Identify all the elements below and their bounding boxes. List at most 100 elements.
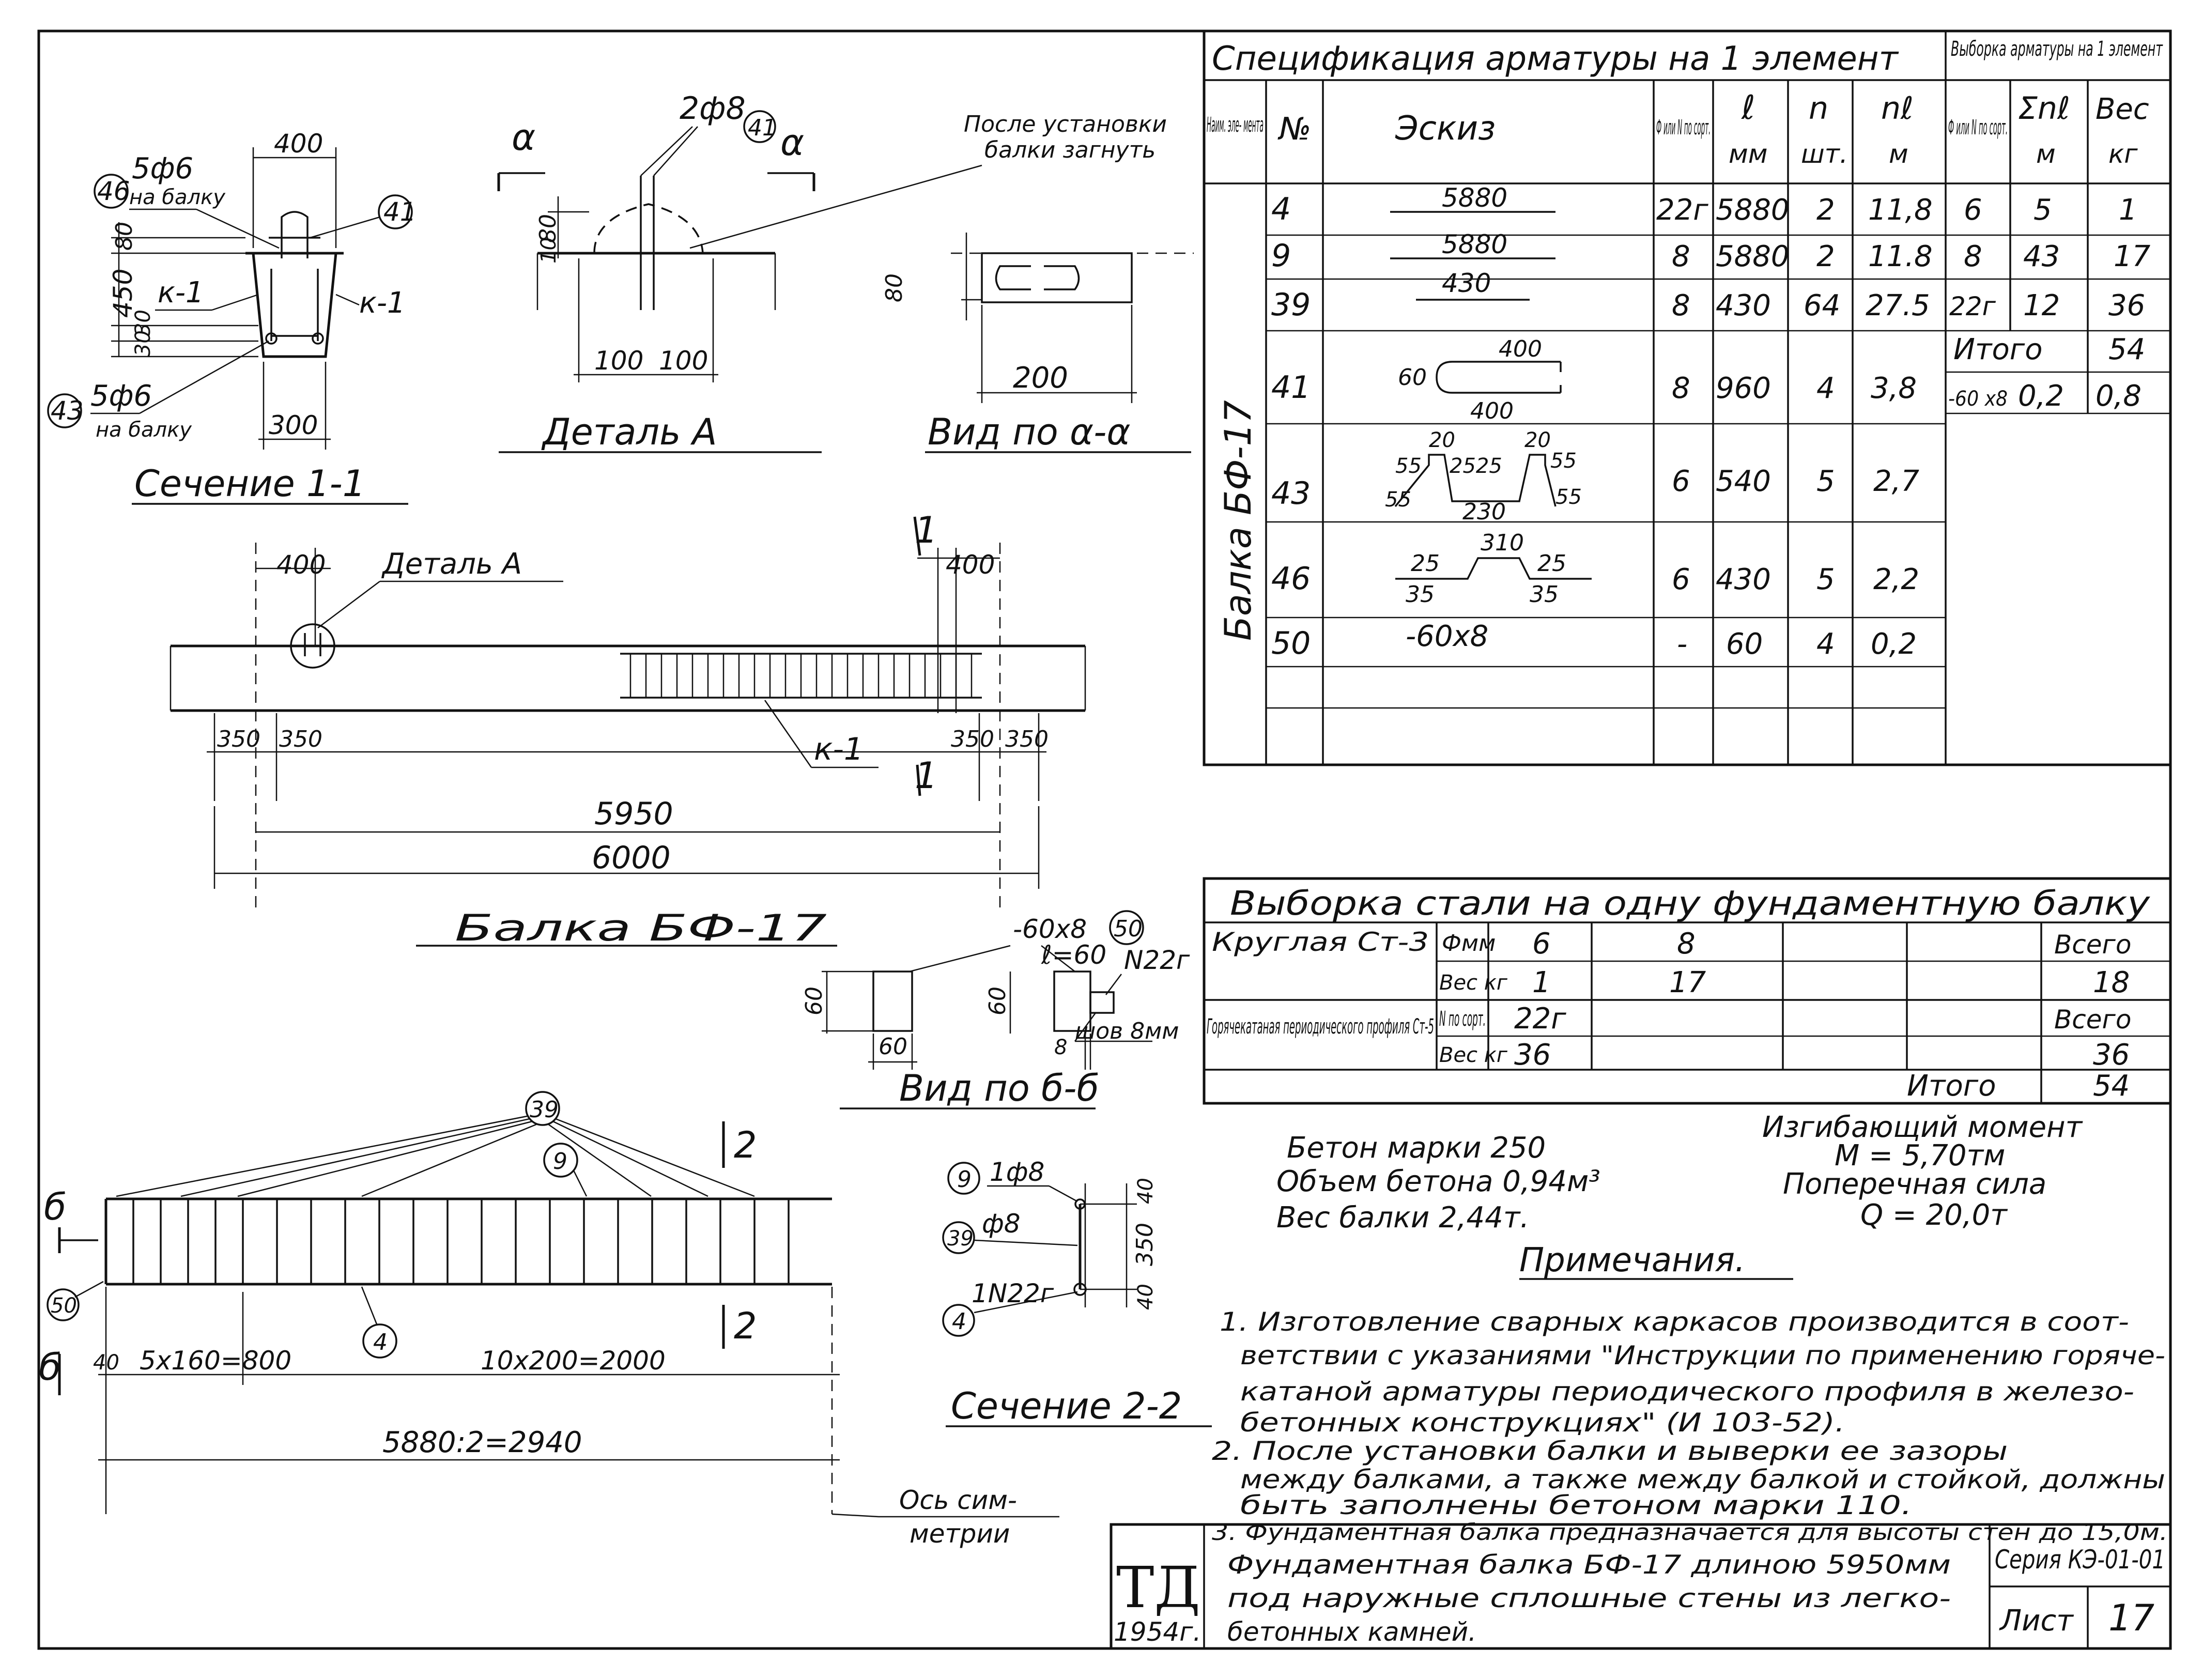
s22-mark-9: 9 bbox=[957, 1166, 972, 1193]
hdr-sel-weight-unit: кг bbox=[2108, 139, 2138, 169]
steel-phi-mm: Фмм bbox=[1442, 930, 1496, 957]
s11-mark-41: 41 bbox=[383, 197, 417, 227]
s11-h-top: 80 bbox=[111, 222, 137, 251]
detail-a-d80: 80 bbox=[535, 214, 561, 243]
detail-a-d100b: 100 bbox=[659, 346, 708, 376]
title-block: ТД 1954г. Фундаментная балка БФ-17 длино… bbox=[1110, 1523, 2172, 1650]
selection-row: -60 x8 0,2 0,8 bbox=[1948, 379, 2142, 413]
steel-table: Выборка стали на одну фундаментную балку… bbox=[1203, 877, 2172, 1105]
s11-m43-text: 5ф6 bbox=[90, 379, 152, 413]
detail-a-alpha-right: α bbox=[780, 121, 804, 164]
beam-d400-right: 400 bbox=[946, 550, 995, 580]
spec-row-length: 5880 bbox=[1716, 240, 1790, 273]
spec-row: 43 20 20 55 2525 55 55 230 55 6 540 5 2,… bbox=[1271, 428, 1919, 525]
hdr-sel-sum: Σnℓ bbox=[2018, 90, 2070, 127]
detail-a-bar-label: 2ф8 bbox=[680, 90, 746, 127]
section-2-2: 9 1ф8 39 ф8 4 1N22г 40 350 40 Сечение 2-… bbox=[942, 1157, 1212, 1427]
frame-b-bot: б bbox=[39, 1346, 61, 1389]
sketch-41-bot: 400 bbox=[1470, 398, 1514, 424]
detail-a-d100a: 100 bbox=[594, 346, 643, 376]
spec-row: 50 -60x8 - 60 4 0,2 bbox=[1271, 620, 1917, 661]
steel-round-label: Круглая Ст-3 bbox=[1212, 927, 1429, 957]
hdr-name: Наим. эле- мента bbox=[1207, 113, 1264, 137]
spec-row-count: 5 bbox=[1816, 563, 1835, 596]
concrete-grade: Бетон марки 250 bbox=[1287, 1131, 1546, 1165]
spec-row: 39 430 8 430 64 27.5 bbox=[1271, 268, 1930, 323]
bar-46-sketch bbox=[1395, 557, 1592, 580]
s22-m4-text: 1N22г bbox=[972, 1278, 1054, 1308]
steel-hot-total: 36 bbox=[2093, 1038, 2130, 1072]
spec-row-sketch: -60x8 bbox=[1406, 620, 1488, 653]
vbb-weld: шов 8мм bbox=[1075, 1018, 1179, 1044]
beam-d350-d: 350 bbox=[1005, 726, 1049, 752]
s11-m46-text: 5ф6 bbox=[132, 152, 193, 186]
frame-d2000: 10x200=2000 bbox=[481, 1346, 666, 1376]
note-line: быть заполнены бетоном марки 110. bbox=[1240, 1490, 1912, 1520]
frame-elevation: 39 9 4 50 б б 2 2 40 5x160=800 10x200=20… bbox=[39, 1091, 1059, 1549]
spec-row-length: 960 bbox=[1716, 372, 1771, 405]
note-line: бетонных конструкциях" (И 103-52). bbox=[1240, 1408, 1845, 1438]
shear-label: Поперечная сила bbox=[1783, 1167, 2046, 1201]
s11-w-top: 400 bbox=[274, 129, 323, 159]
selection-row: 6 5 1 bbox=[1964, 193, 2137, 227]
sketch-43-e: 55 bbox=[1550, 449, 1577, 473]
steel-title: Выборка стали на одну фундаментную балку bbox=[1230, 885, 2150, 923]
sketch-43-g: 230 bbox=[1462, 499, 1506, 525]
s11-h-bot2: 30 bbox=[131, 330, 155, 357]
spec-row-total: 0,2 bbox=[1871, 627, 1917, 661]
spec-row-count: 2 bbox=[1816, 193, 1835, 227]
hdr-sel-diam: Ф или N по сорт. bbox=[1948, 116, 2008, 140]
s11-k-left: к-1 bbox=[158, 276, 204, 310]
sel-sum: 43 bbox=[2023, 240, 2060, 273]
spec-table: Спецификация арматуры на 1 элемент Выбор… bbox=[1203, 29, 2172, 766]
sel-sum: 0,2 bbox=[2018, 379, 2064, 413]
sel-diam: -60 x8 bbox=[1948, 387, 2008, 411]
spec-row-num: 50 bbox=[1271, 625, 1311, 661]
spec-row-diam: 6 bbox=[1672, 465, 1690, 498]
spec-row-length: 60 bbox=[1726, 627, 1763, 661]
steel-grand-label: Итого bbox=[1907, 1069, 1996, 1103]
spec-row-num: 9 bbox=[1271, 238, 1291, 274]
spec-row-total: 3,8 bbox=[1871, 372, 1917, 405]
frame-d40: 40 bbox=[93, 1351, 119, 1375]
spec-row-diam: - bbox=[1677, 627, 1687, 661]
spec-row-num: 39 bbox=[1271, 287, 1311, 323]
frame-axis-2: метрии bbox=[910, 1519, 1010, 1549]
spec-row-count: 2 bbox=[1816, 240, 1835, 273]
beam-stirrups bbox=[629, 654, 973, 698]
s22-mark-39: 39 bbox=[947, 1227, 974, 1251]
title-year: 1954г. bbox=[1114, 1617, 1201, 1647]
notes-title: Примечания. bbox=[1519, 1241, 1745, 1280]
sketch-46-b: 25 bbox=[1411, 550, 1440, 577]
vbb-n22: N22г bbox=[1124, 945, 1190, 975]
s11-mark-43: 43 bbox=[51, 396, 84, 426]
sel-weight: 54 bbox=[2108, 333, 2145, 366]
title-desc-3: бетонных камней. bbox=[1227, 1617, 1476, 1647]
title-desc-1: Фундаментная балка БФ-17 длиною 5950мм bbox=[1227, 1550, 1951, 1580]
frame-axis-1: Ось сим- bbox=[899, 1485, 1017, 1515]
notes: Примечания. 1. Изготовление сварных карк… bbox=[1212, 1241, 2168, 1546]
spec-row-diam: 6 bbox=[1672, 563, 1690, 596]
spec-row-num: 46 bbox=[1271, 561, 1311, 597]
detail-a-note-2: балки загнуть bbox=[984, 137, 1156, 163]
view-aa-title: Вид по α-α bbox=[928, 411, 1131, 453]
vbb-d60-b: 60 bbox=[879, 1034, 907, 1060]
sel-sum: 5 bbox=[2033, 193, 2052, 227]
spec-row-num: 43 bbox=[1271, 475, 1311, 512]
beam-title: Балка БФ-17 bbox=[455, 907, 827, 949]
spec-row-sketch: 5880 bbox=[1442, 183, 1507, 213]
sel-sum: 12 bbox=[2023, 289, 2060, 322]
s22-d40b: 40 bbox=[1134, 1284, 1158, 1310]
steel-round-weight: 17 bbox=[1669, 966, 1706, 999]
detail-a-note-1: После установки bbox=[964, 111, 1167, 137]
spec-row-count: 64 bbox=[1804, 289, 1840, 322]
spec-row-length: 540 bbox=[1716, 465, 1771, 498]
moment-label: Изгибающий момент bbox=[1762, 1111, 2083, 1144]
title-sheet-label: Лист bbox=[1999, 1604, 2074, 1638]
vbb-d8: 8 bbox=[1054, 1036, 1067, 1059]
spec-row-total: 27.5 bbox=[1866, 289, 1930, 322]
sel-weight: 1 bbox=[2119, 193, 2137, 227]
spec-row-total: 2,7 bbox=[1873, 465, 1919, 498]
note-line: между балками, а также между балкой и ст… bbox=[1240, 1465, 2165, 1494]
